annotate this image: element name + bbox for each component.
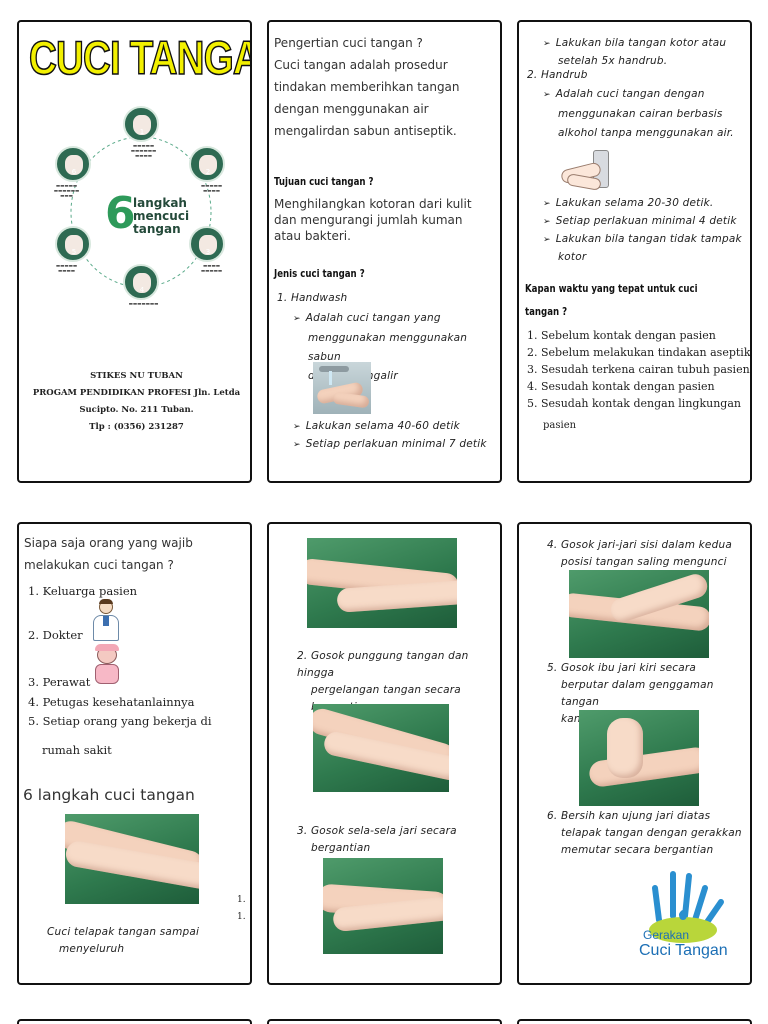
step5-photo [579,710,699,806]
definition-line: mengalirdan sabun antiseptik. [274,124,457,138]
brochure-panel-steps-2-3: 2. Gosok punggung tangan dan hingga perg… [267,522,502,985]
diagram-fine-print: ▬▬▬▬▬▬▬▬▬ [200,184,223,194]
arrow-bullet-icon: ➢ [543,199,551,209]
steps-heading: 6 langkah cuci tangan [23,786,195,804]
step4-photo [569,570,709,658]
step-circle-3: 3 [189,226,225,262]
diagram-center-line2: mencuci [133,209,190,223]
handwash-bullet-when: ➢Lakukan bila tangan kotor atau setelah … [543,37,727,67]
handrub-dispenser-image [557,146,617,194]
purpose-text: Menghilangkan kotoran dari kulit dan men… [274,196,500,244]
arrow-bullet-icon: ➢ [293,422,301,432]
logo-line1: Gerakan [643,928,690,942]
next-panel-edge [517,1019,752,1024]
arrow-bullet-icon: ➢ [543,217,551,227]
people-item: 5. Setiap orang yang bekerja di [28,714,212,728]
logo-line2: Cuci Tangan [639,942,728,959]
moment-item: 3. Sesudah terkena cairan tubuh pasien [527,363,750,376]
step-circle-2: 2 [189,146,225,182]
brochure-title: CUCI TANGAN [28,30,250,85]
step3-photo [323,858,443,954]
handrub-bullets: ➢Lakukan selama 20-30 detik. ➢Setiap per… [543,197,742,263]
moment-item: 5. Sesudah kontak dengan lingkungan [527,397,741,410]
moments-list: 1. Sebelum kontak dengan pasien 2. Sebel… [527,327,751,412]
handwash-bullets: ➢Lakukan selama 40-60 detik ➢Setiap perl… [293,420,487,450]
purpose-line: Menghilangkan kotoran dari kulit [274,197,472,211]
nurse-icon [89,644,125,688]
arrow-bullet-icon: ➢ [293,314,301,324]
arrow-bullet-icon: ➢ [543,39,551,49]
moment-item: 4. Sesudah kontak dengan pasien [527,380,715,393]
people-item: 1. Keluarga pasien [28,584,138,598]
handrub-item: 2. Handrub [527,69,588,81]
step-circle-1: 1 [123,106,159,142]
types-heading: Jenis cuci tangan ? [274,268,365,280]
brochure-panel-who: Siapa saja orang yang wajib melakukan cu… [17,522,252,985]
purpose-line: dan mengurangi jumlah kuman [274,213,463,227]
diagram-center-label: 6 langkah mencuci tangan [105,188,205,242]
brochure-panel-cover: CUCI TANGAN 1 2 3 4 5 6 6 langkah mencuc… [17,20,252,483]
step1-photo [65,814,199,904]
diagram-fine-print: ▬▬▬▬▬▬▬▬▬ [55,264,78,274]
definition-line: Cuci tangan adalah prosedur [274,58,448,72]
brochure-panel-handrub: ➢Lakukan bila tangan kotor atau setelah … [517,20,752,483]
definition-heading: Pengertian cuci tangan ? [274,36,423,50]
people-item: 2. Dokter [28,628,83,642]
next-panel-edge [267,1019,502,1024]
institution-line3: Sucipto. No. 211 Tuban. [79,405,194,415]
step-circle-6: 6 [55,146,91,182]
institution-block: STIKES NU TUBAN PROGAM PENDIDIKAN PROFES… [21,368,250,436]
step3-caption: 3. Gosok sela-sela jari secara bergantia… [297,825,457,854]
step-circle-5: 5 [55,226,91,262]
people-item: 3. Perawat [28,675,91,689]
stray-numbering: 1. 1. [237,895,246,922]
definition-section: Pengertian cuci tangan ? Cuci tangan ada… [274,32,499,142]
six-steps-diagram: 1 2 3 4 5 6 6 langkah mencuci tangan ▬▬▬… [49,102,227,312]
handwash-item: 1. Handwash [277,292,348,304]
institution-line2: PROGAM PENDIDIKAN PROFESI Jln. Letda [32,388,241,398]
who-heading: Siapa saja orang yang wajib melakukan cu… [24,536,193,572]
moments-heading: Kapan waktu yang tepat untuk cuci tangan… [525,283,698,318]
diagram-dashed-ring [70,136,212,288]
diagram-fine-print: ▬▬▬▬▬▬▬▬▬ [200,264,223,274]
brochure-panel-steps-4-6: 4. Gosok jari-jari sisi dalam kedua posi… [517,522,752,985]
arrow-bullet-icon: ➢ [543,90,551,100]
step2-photo [313,704,449,792]
moment-item: 1. Sebelum kontak dengan pasien [527,329,716,342]
gerakan-cuci-tangan-logo: Gerakan Cuci Tangan [613,868,743,964]
moment-item-continuation: pasien [543,420,577,431]
step6-caption: 6. Bersih kan ujung jari diatas telapak … [547,810,742,856]
definition-line: dengan menggunakan air [274,102,429,116]
diagram-fine-print: ▬▬▬▬▬▬▬▬▬▬▬▬▬▬▬ [130,144,157,159]
moment-item: 2. Sebelum melakukan tindakan aseptik [527,346,751,359]
institution-line4: Tlp : (0356) 231287 [89,422,184,432]
diagram-fine-print: ▬▬▬▬▬▬▬▬▬▬▬▬▬▬ [53,184,80,199]
step1-caption: Cuci telapak tangan sampai menyeluruh [47,926,200,955]
diagram-center-number: 6 [105,188,136,239]
purpose-heading: Tujuan cuci tangan ? [274,176,374,188]
doctor-icon [89,599,123,642]
diagram-center-line1: langkah [133,196,187,210]
arrow-bullet-icon: ➢ [543,235,551,245]
handrub-bullet-definition: ➢Adalah cuci tangan dengan menggunakan c… [543,88,734,139]
diagram-fine-print: ▬▬▬▬▬▬▬ [128,302,159,307]
definition-line: tindakan memberihkan tangan [274,80,460,94]
hand-splash-icon [649,871,724,943]
diagram-center-line3: tangan [133,222,181,236]
people-item: 4. Petugas kesehatanlainnya [28,695,195,709]
institution-line1: STIKES NU TUBAN [90,371,183,381]
brochure-panel-definition: Pengertian cuci tangan ? Cuci tangan ada… [267,20,502,483]
step-top-photo [307,538,457,628]
step4-caption: 4. Gosok jari-jari sisi dalam kedua posi… [547,539,732,568]
people-item-continuation: rumah sakit [42,743,112,757]
arrow-bullet-icon: ➢ [293,440,301,450]
next-panel-edge [17,1019,252,1024]
purpose-line: atau bakteri. [274,229,351,243]
step-circle-4: 4 [123,264,159,300]
handwash-sink-photo [313,362,371,414]
